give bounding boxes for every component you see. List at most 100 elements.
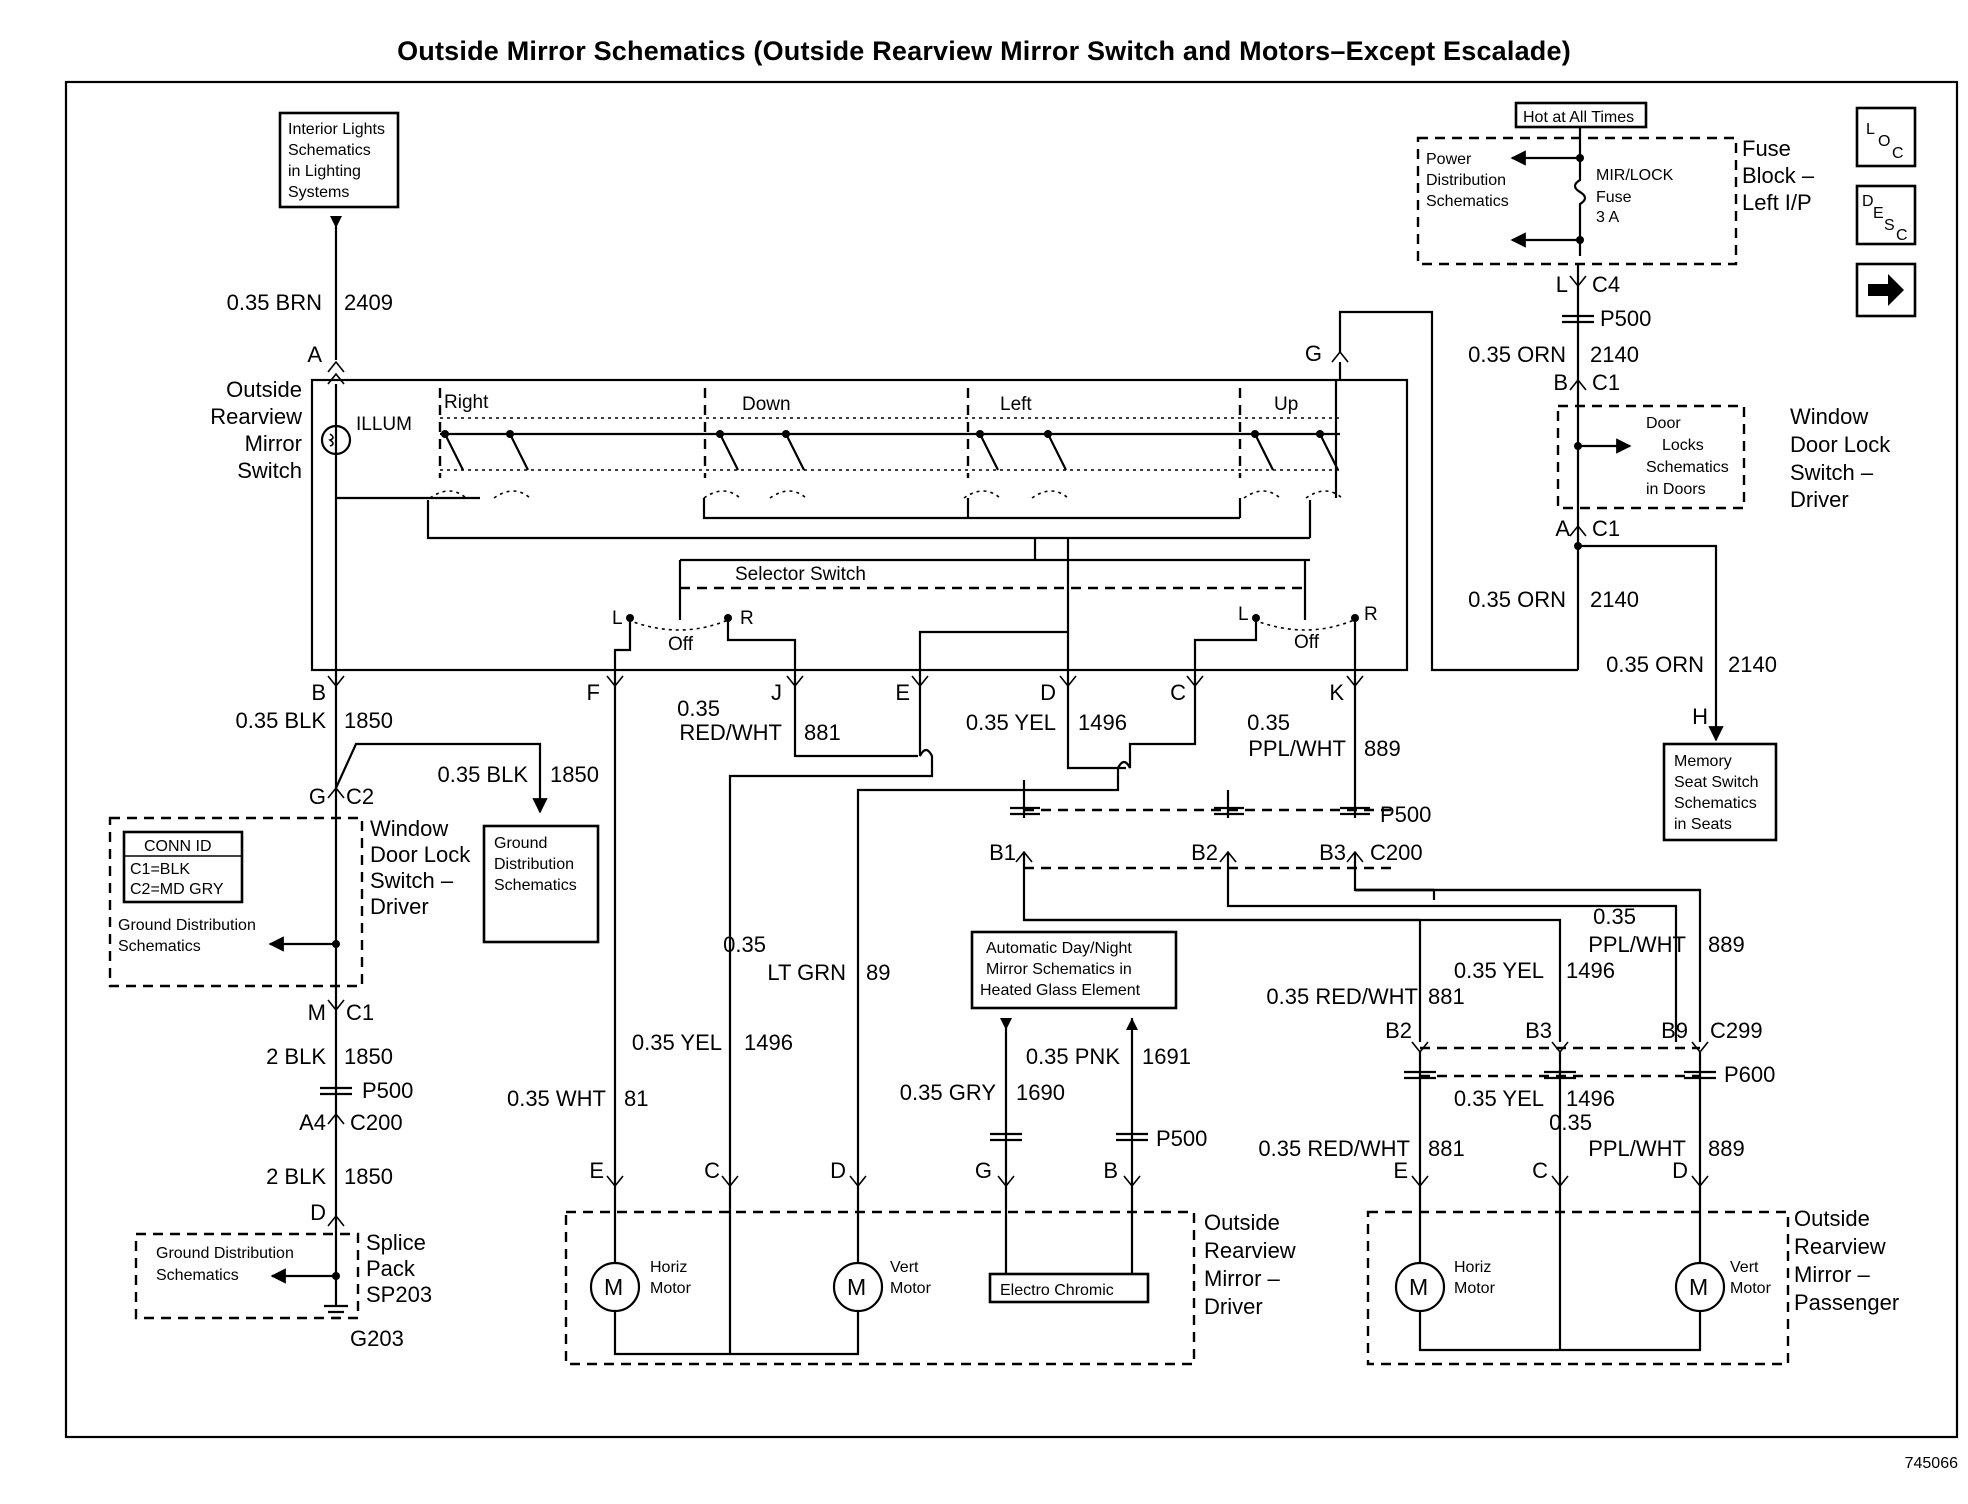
ref-memory-seat[interactable]: Memory Seat Switch Schematics in Seats <box>1662 742 1778 842</box>
ref-ground-distribution-mid[interactable]: Ground Distribution Schematics <box>482 824 600 944</box>
next-arrow-icon[interactable] <box>1855 262 1917 318</box>
ref-auto-day-night[interactable]: Automatic Day/Night Mirror Schematics in… <box>970 930 1178 1010</box>
svg-text:Vert: Vert <box>890 1259 919 1276</box>
svg-text:0.35 RED/WHT: 0.35 RED/WHT <box>1266 984 1418 1009</box>
electro-chromic-element: Electro Chromic <box>988 1272 1150 1304</box>
svg-text:D: D <box>1862 193 1874 210</box>
svg-text:Horiz: Horiz <box>650 1259 687 1276</box>
page-title: Outside Mirror Schematics (Outside Rearv… <box>397 36 1571 66</box>
svg-text:0.35 YEL: 0.35 YEL <box>966 710 1056 735</box>
svg-text:G: G <box>1305 341 1322 366</box>
svg-text:Schematics: Schematics <box>1646 459 1729 476</box>
conn-id-box: CONN ID C1=BLK C2=MD GRY <box>122 830 244 904</box>
svg-text:C2: C2 <box>346 784 374 809</box>
svg-text:0.35: 0.35 <box>1247 710 1290 735</box>
svg-text:Driver: Driver <box>1790 487 1849 512</box>
svg-text:Schematics: Schematics <box>288 142 371 159</box>
mirror-driver-box <box>564 1210 1196 1366</box>
svg-text:C: C <box>704 1158 720 1183</box>
svg-text:0.35 BRN: 0.35 BRN <box>227 290 322 315</box>
loc-icon[interactable]: LOC <box>1855 106 1917 168</box>
svg-text:J: J <box>771 680 782 705</box>
svg-text:in Doors: in Doors <box>1646 481 1706 498</box>
svg-text:L: L <box>1238 604 1249 625</box>
svg-text:Interior Lights: Interior Lights <box>288 121 385 138</box>
ref-interior-lights[interactable]: Interior Lights Schematics in Lighting S… <box>278 111 400 209</box>
svg-text:2409: 2409 <box>344 290 393 315</box>
svg-text:Driver: Driver <box>370 894 429 919</box>
svg-text:C1: C1 <box>346 1000 374 1025</box>
svg-text:G: G <box>975 1158 992 1183</box>
ref-door-locks[interactable]: Door Locks Schematics in Doors <box>1646 415 1729 498</box>
svg-text:Switch –: Switch – <box>1790 460 1874 485</box>
svg-text:Rearview: Rearview <box>1204 1238 1296 1263</box>
svg-text:C299: C299 <box>1710 1018 1763 1043</box>
svg-text:Door Lock: Door Lock <box>370 842 471 867</box>
mirror-switch-body <box>310 378 1409 672</box>
mirror-switch-label: Outside Rearview Mirror Switch <box>210 377 302 483</box>
svg-text:0.35 GRY: 0.35 GRY <box>900 1080 997 1105</box>
svg-text:Off: Off <box>668 634 694 655</box>
svg-text:81: 81 <box>624 1086 648 1111</box>
svg-text:Motor: Motor <box>650 1280 692 1297</box>
svg-text:Schematics: Schematics <box>1426 193 1509 210</box>
svg-text:M: M <box>847 1274 866 1300</box>
svg-text:E: E <box>1873 205 1884 222</box>
illum-lamp-icon <box>320 424 352 456</box>
svg-text:Down: Down <box>742 394 791 415</box>
svg-text:R: R <box>740 608 754 629</box>
svg-text:Fuse: Fuse <box>1596 189 1632 206</box>
svg-text:Door Lock: Door Lock <box>1790 432 1891 457</box>
svg-text:1690: 1690 <box>1016 1080 1065 1105</box>
diagram-frame <box>64 80 1959 1439</box>
ref-ground-distribution-splice[interactable]: Ground Distribution Schematics <box>156 1245 294 1284</box>
svg-text:D: D <box>310 1200 326 1225</box>
svg-text:A4: A4 <box>299 1110 326 1135</box>
svg-text:C: C <box>1170 680 1186 705</box>
svg-text:A: A <box>1555 516 1570 541</box>
svg-text:M: M <box>1689 1274 1708 1300</box>
svg-text:P500: P500 <box>1156 1126 1207 1151</box>
svg-text:R: R <box>1364 604 1378 625</box>
svg-text:881: 881 <box>804 720 841 745</box>
svg-text:M: M <box>1409 1274 1428 1300</box>
svg-text:2 BLK: 2 BLK <box>266 1164 326 1189</box>
svg-text:Rearview: Rearview <box>1794 1234 1886 1259</box>
svg-text:P500: P500 <box>362 1078 413 1103</box>
svg-text:Schematics: Schematics <box>118 938 201 955</box>
svg-text:Mirror –: Mirror – <box>1204 1266 1281 1291</box>
ref-power-distribution[interactable]: Power Distribution Schematics <box>1426 151 1509 210</box>
svg-text:1691: 1691 <box>1142 1044 1191 1069</box>
svg-text:0.35 YEL: 0.35 YEL <box>632 1030 722 1055</box>
svg-text:0.35 YEL: 0.35 YEL <box>1454 958 1544 983</box>
svg-text:1496: 1496 <box>1566 1086 1615 1111</box>
svg-text:E: E <box>1393 1158 1408 1183</box>
svg-text:C200: C200 <box>350 1110 403 1135</box>
svg-text:881: 881 <box>1428 984 1465 1009</box>
svg-text:Switch –: Switch – <box>370 868 454 893</box>
svg-text:C1: C1 <box>1592 370 1620 395</box>
svg-text:B: B <box>311 680 326 705</box>
svg-text:Hot at All Times: Hot at All Times <box>1523 109 1634 126</box>
svg-text:C: C <box>1532 1158 1548 1183</box>
svg-text:Rearview: Rearview <box>210 404 302 429</box>
svg-text:0.35: 0.35 <box>1549 1110 1592 1135</box>
window-door-lock-switch-top <box>1556 404 1746 510</box>
svg-text:PPL/WHT: PPL/WHT <box>1588 932 1686 957</box>
svg-text:B1: B1 <box>989 840 1016 865</box>
svg-text:in Seats: in Seats <box>1674 816 1732 833</box>
ref-ground-distribution-window[interactable]: Ground Distribution Schematics <box>118 917 256 955</box>
svg-text:O: O <box>1878 133 1890 150</box>
svg-text:Driver: Driver <box>1204 1294 1263 1319</box>
svg-text:Vert: Vert <box>1730 1259 1759 1276</box>
svg-text:F: F <box>587 680 600 705</box>
svg-text:0.35 RED/WHT: 0.35 RED/WHT <box>1258 1136 1410 1161</box>
svg-text:1850: 1850 <box>344 1044 393 1069</box>
svg-text:Schematics: Schematics <box>1674 795 1757 812</box>
svg-text:C: C <box>1896 227 1908 244</box>
mirror-passenger-box <box>1366 1210 1790 1366</box>
svg-text:Up: Up <box>1274 394 1298 415</box>
svg-text:Splice: Splice <box>366 1230 426 1255</box>
